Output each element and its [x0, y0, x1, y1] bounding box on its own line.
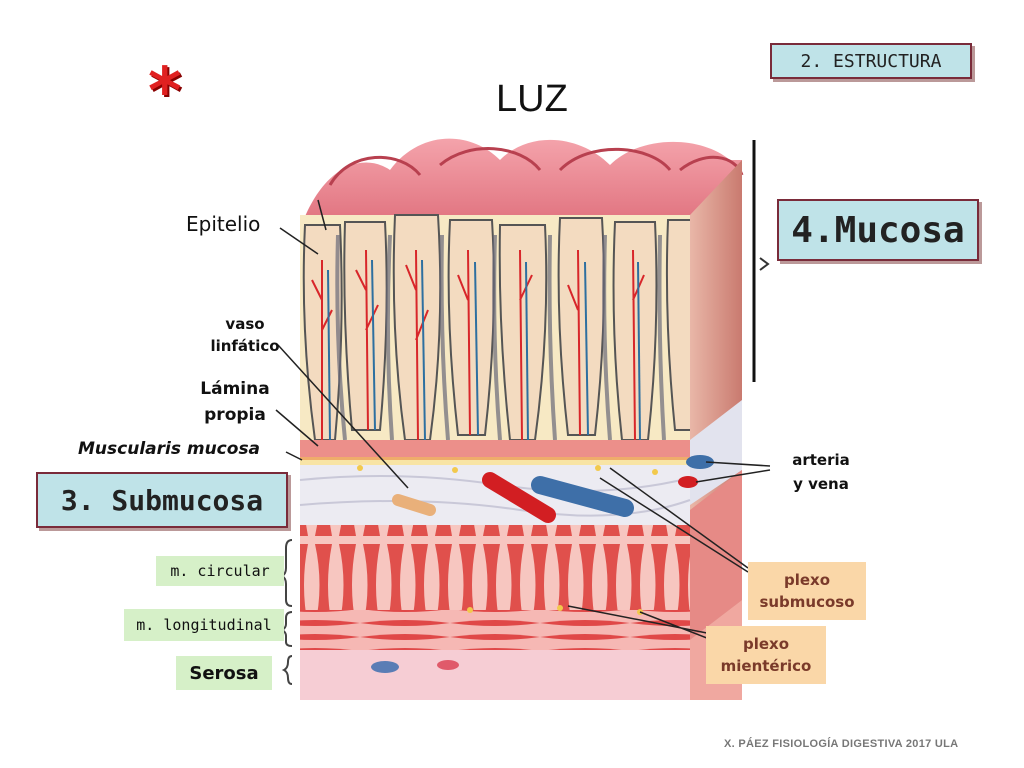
lymph-vessel-label-line1: vaso: [225, 315, 265, 333]
lamina-propria-label: Lámina propia: [196, 376, 274, 428]
artery-vein-label-line1: arteria: [792, 451, 850, 469]
serosa-layer: [300, 650, 690, 700]
mucosa-label: 4.Mucosa: [777, 199, 979, 261]
mucosa-arrow: [759, 257, 770, 271]
mucosa-front-face: [300, 214, 703, 460]
circular-muscle-label: m. circular: [156, 556, 284, 586]
lumen-title: LUZ: [496, 78, 568, 120]
footer-credit: X. PÁEZ FISIOLOGÍA DIGESTIVA 2017 ULA: [724, 738, 959, 750]
section-badge: 2. ESTRUCTURA: [770, 43, 972, 79]
leader-lines: [275, 199, 771, 641]
submucosa-label: 3. Submucosa: [36, 472, 288, 528]
lamina-propria-label-line1: Lámina: [200, 379, 270, 399]
artery-vein-label: arteria y vena: [780, 448, 862, 496]
submucosal-plexus-label: plexo submucoso: [748, 562, 866, 620]
longitudinal-muscle-layer: [300, 610, 690, 650]
longitudinal-muscle-label: m. longitudinal: [124, 609, 284, 641]
submucosa-layer: [299, 455, 714, 525]
myenteric-plexus-label: plexo mientérico: [706, 626, 826, 684]
epithelium-label: Epitelio: [186, 212, 261, 236]
muscularis-mucosae-band: [300, 440, 690, 460]
circular-muscle-layer: [300, 525, 690, 610]
muscularis-mucosa-label: Muscularis mucosa: [78, 439, 261, 459]
submucosal-plexus-label-line1: plexo: [783, 571, 831, 589]
myenteric-plexus-label-line2: mientérico: [720, 657, 812, 675]
lymph-vessel-label-line2: linfático: [210, 337, 280, 355]
serosa-label: Serosa: [176, 656, 272, 690]
asterisk-mark: *: [148, 55, 182, 129]
myenteric-plexus-label-line1: plexo: [742, 635, 790, 653]
submucosal-plexus-label-line2: submucoso: [759, 593, 855, 611]
artery-vein-label-line2: y vena: [793, 475, 849, 493]
lymph-vessel-label: vaso linfático: [204, 313, 286, 357]
lamina-propria-label-line2: propia: [204, 405, 266, 425]
block-side-face: [690, 160, 742, 700]
plexus-dots: [357, 465, 658, 615]
